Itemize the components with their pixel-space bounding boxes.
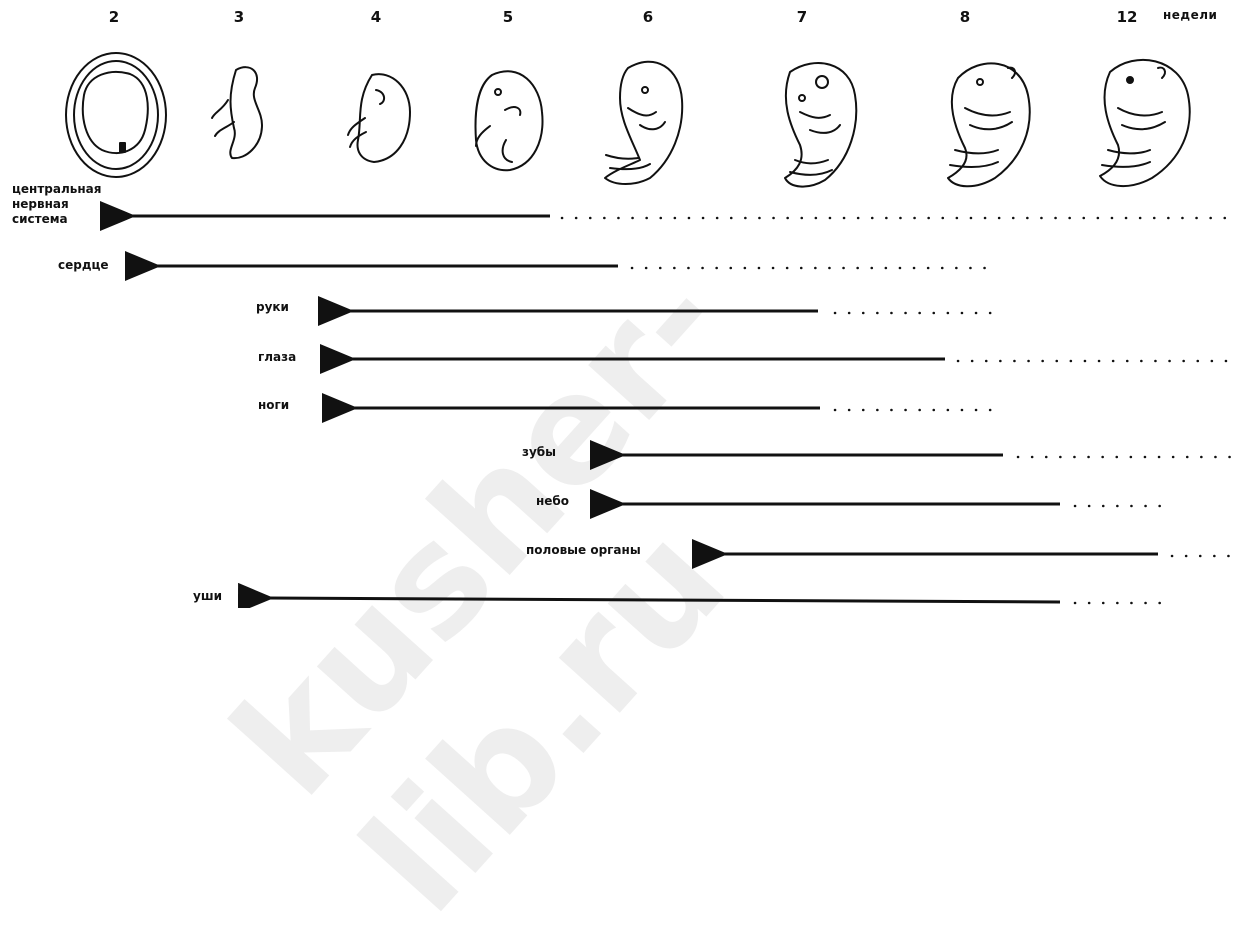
label-legs: ноги bbox=[258, 398, 289, 413]
label-palate: небо bbox=[536, 494, 569, 509]
embryo-week-12-drawing bbox=[1100, 60, 1190, 186]
embryo-week-3-drawing bbox=[212, 67, 262, 158]
embryo-week-6-drawing bbox=[605, 62, 682, 184]
label-genitals: половые органы bbox=[526, 543, 641, 558]
embryo-week-2-drawing bbox=[66, 53, 166, 177]
label-teeth: зубы bbox=[522, 445, 556, 460]
label-eyes: глаза bbox=[258, 350, 296, 365]
embryo-week-4-drawing bbox=[348, 74, 410, 162]
embryo-week-7-drawing bbox=[785, 63, 856, 187]
embryo-week-5-drawing bbox=[476, 71, 543, 170]
label-heart: сердце bbox=[58, 258, 109, 273]
label-cns: центральная нервная система bbox=[12, 182, 101, 227]
arrow-ears bbox=[268, 598, 1060, 602]
label-arms: руки bbox=[256, 300, 289, 315]
embryo-diagram bbox=[0, 0, 1238, 608]
label-ears: уши bbox=[193, 589, 222, 604]
embryo-week-8-drawing bbox=[948, 63, 1030, 186]
